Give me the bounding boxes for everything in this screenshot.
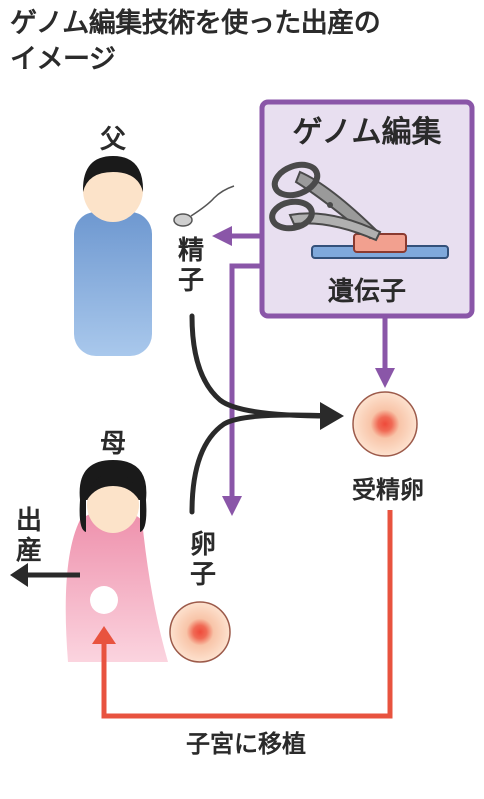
mother-label: 母	[100, 429, 126, 459]
title-line-2: イメージ	[10, 44, 116, 75]
father-label: 父	[100, 125, 127, 155]
transplant-arrow	[92, 510, 393, 719]
mother-figure	[65, 460, 168, 662]
womb-marker	[90, 586, 118, 614]
gene-label: 遺伝子	[328, 277, 406, 307]
birth-label: 出 産	[15, 506, 42, 566]
genome-box-title: ゲノム編集	[292, 115, 442, 150]
fertilized-egg-label: 受精卵	[352, 476, 424, 504]
egg-cell-icon	[169, 601, 231, 663]
fertilization-arrows	[189, 313, 344, 515]
transplant-label: 子宮に移植	[186, 730, 306, 758]
scissors-icon	[269, 161, 382, 242]
genome-box-frame	[259, 99, 475, 319]
genome-edit-arrows	[212, 226, 395, 516]
sperm-icon	[173, 185, 235, 227]
genome-editing-box: ゲノム編集 遺伝子	[259, 99, 475, 319]
sperm-label: 精 子	[177, 236, 204, 296]
arrow-to-egg	[222, 263, 262, 516]
diagram-title: ゲノム編集技術を使った出産の イメージ	[10, 6, 480, 78]
title-line-1: ゲノム編集技術を使った出産の	[10, 8, 381, 39]
birth-arrow	[10, 563, 80, 587]
fertilized-egg-icon	[352, 391, 418, 457]
egg-label: 卵 子	[189, 530, 216, 590]
father-figure	[74, 156, 152, 356]
gene-segment-icon	[311, 233, 449, 259]
